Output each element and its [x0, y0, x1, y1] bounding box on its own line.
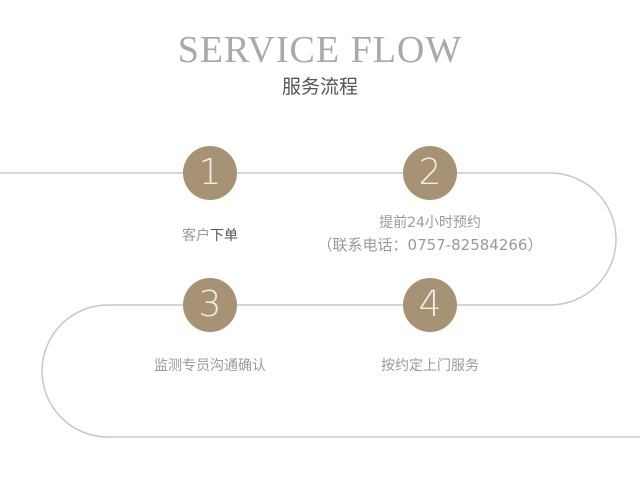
step-4-circle: 4 [403, 278, 457, 332]
title-chinese: 服务流程 [281, 76, 358, 98]
step-3-label: 监测专员沟通确认 [154, 358, 266, 374]
step-2-label: 提前24小时预约 （联系电话：0757-82584266） [280, 212, 580, 256]
step-2-circle: 2 [403, 146, 457, 200]
step-2-phone: （联系电话：0757-82584266） [317, 236, 543, 254]
step-3-circle: 3 [183, 278, 237, 332]
step-4-label: 按约定上门服务 [381, 358, 479, 374]
step-1-circle: 1 [183, 146, 237, 200]
flow-path [0, 172, 640, 438]
step-1-label-light: 客户 [182, 228, 210, 244]
step-2-label-line1: 提前24小时预约 [379, 215, 481, 231]
title-english: SERVICE FLOW [177, 29, 463, 71]
step-1-label-dark: 下单 [210, 228, 238, 244]
step-1-label: 客户下单 [60, 225, 360, 247]
